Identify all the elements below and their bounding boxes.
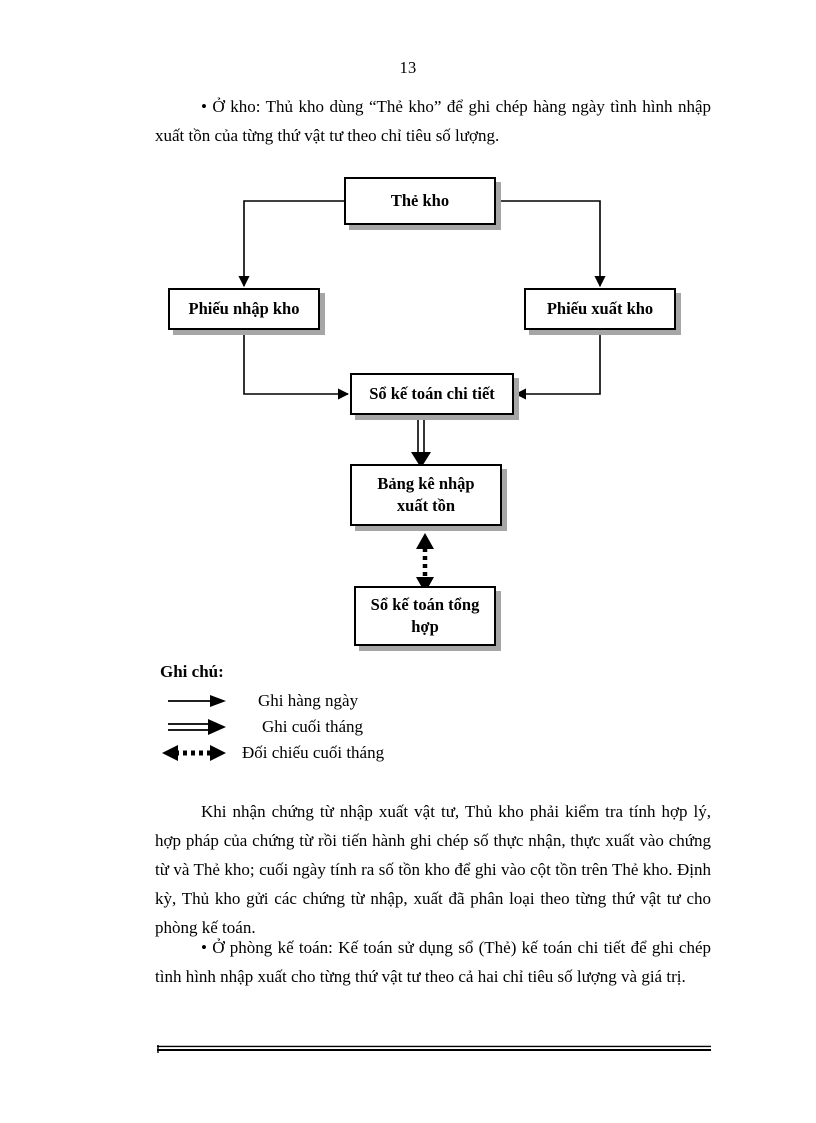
legend-item-ghi-cuoi-thang: Ghi cuối tháng — [160, 714, 520, 740]
legend-label: Ghi cuối tháng — [262, 717, 364, 736]
box-label: Thẻ kho — [390, 191, 450, 210]
flowchart-box-phieu-nhap-kho: Phiếu nhập kho — [168, 288, 320, 330]
connector-phieuxuat-sochitiet — [514, 330, 601, 400]
connector-bangke-sotonghop — [416, 533, 434, 593]
box-label: Phiếu nhập kho — [188, 299, 300, 318]
arrow-solid-single-icon — [160, 693, 244, 709]
box-label-line1: Bảng kê nhập — [377, 474, 475, 493]
footer-rule — [157, 1040, 711, 1053]
flowchart-box-so-ke-toan-tong-hop: Sổ kế toán tổng hợp — [354, 586, 496, 646]
paragraph-middle: Khi nhận chứng từ nhập xuất vật tư, Thủ … — [155, 802, 711, 937]
legend-item-ghi-hang-ngay: Ghi hàng ngày — [160, 688, 520, 714]
page-number: 13 — [399, 58, 417, 77]
legend-item-doi-chieu-cuoi-thang: Đối chiếu cuối tháng — [160, 740, 520, 766]
legend-label: Ghi hàng ngày — [258, 691, 359, 710]
paragraph-top: • Ở kho: Thủ kho dùng “Thẻ kho” để ghi c… — [155, 97, 711, 145]
flowchart-box-the-kho: Thẻ kho — [344, 177, 496, 225]
box-label: Bảng kê nhập xuất tồn — [377, 473, 474, 517]
flowchart-box-bang-ke-nhap-xuat-ton: Bảng kê nhập xuất tồn — [350, 464, 502, 526]
legend-title: Ghi chú: — [160, 662, 224, 681]
box-label: Sổ kế toán chi tiết — [369, 384, 495, 403]
box-label-line2: xuất tồn — [396, 496, 456, 515]
arrow-double-line-icon — [160, 718, 244, 736]
legend: Ghi chú: Ghi hàng ngày Ghi cuối tháng — [160, 662, 520, 766]
flowchart-box-so-ke-toan-chi-tiet: Sổ kế toán chi tiết — [350, 373, 514, 415]
legend-label: Đối chiếu cuối tháng — [242, 743, 385, 762]
box-label-line2: hợp — [411, 617, 439, 636]
connector-phieunhap-sochitiet — [243, 330, 350, 400]
box-label: Phiếu xuất kho — [546, 299, 654, 318]
connector-sochitiet-bangke — [411, 416, 431, 468]
connector-thekho-phieuxuat — [496, 200, 606, 288]
flowchart-box-phieu-xuat-kho: Phiếu xuất kho — [524, 288, 676, 330]
box-label: Sổ kế toán tổng hợp — [371, 594, 480, 638]
arrow-dashed-both-icon — [160, 744, 238, 762]
box-label-line1: Sổ kế toán tổng — [370, 595, 480, 614]
paragraph-bottom: • Ở phòng kế toán: Kế toán sử dụng sổ (T… — [155, 938, 711, 986]
connector-thekho-phieunhap — [238, 200, 344, 288]
